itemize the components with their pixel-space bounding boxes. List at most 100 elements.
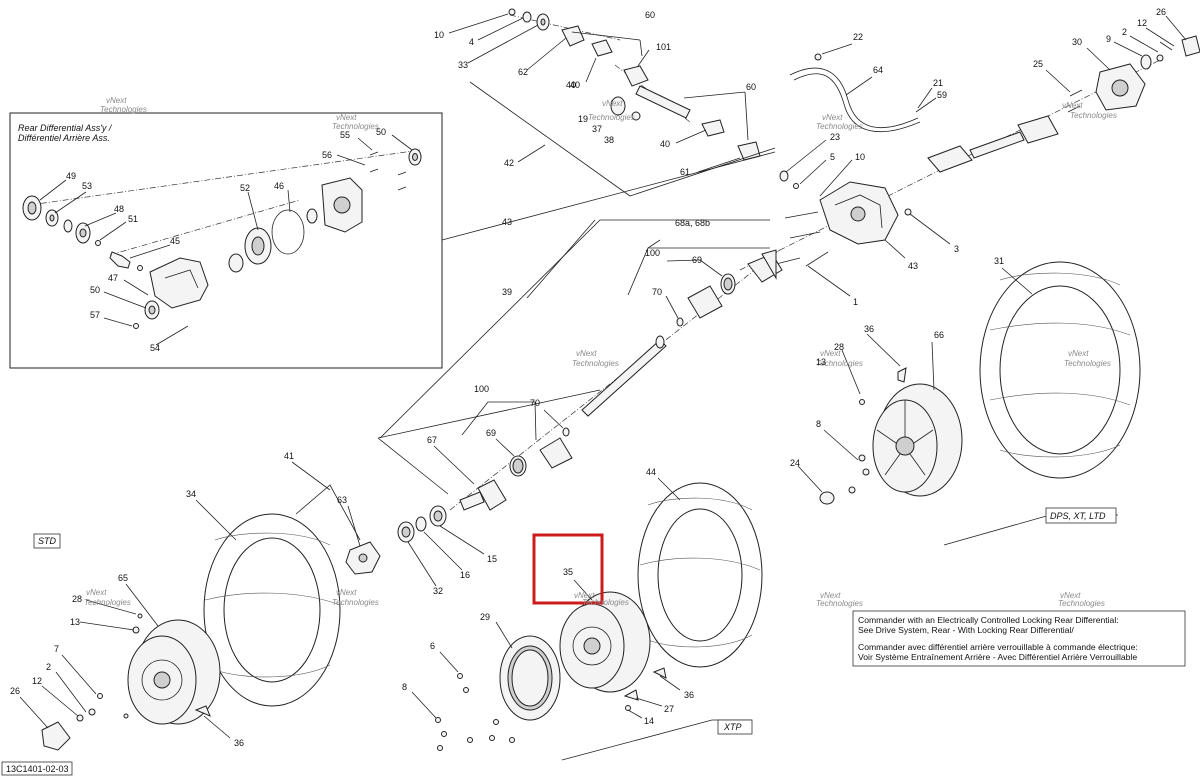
callout: 5 xyxy=(830,152,835,162)
callout: 56 xyxy=(322,150,332,160)
callout: 15 xyxy=(487,554,497,564)
watermark-line1: vNext xyxy=(822,113,843,122)
callout: 57 xyxy=(90,310,100,320)
callout: 62 xyxy=(518,67,528,77)
callout: 42 xyxy=(504,158,514,168)
callout: 16 xyxy=(460,570,470,580)
callout: 26 xyxy=(10,686,20,696)
watermark-line2: Technologies xyxy=(816,122,863,131)
callout: 50 xyxy=(90,285,100,295)
callout: 23 xyxy=(830,132,840,142)
watermark-line1: vNext xyxy=(1062,101,1083,110)
callout: 49 xyxy=(66,171,76,181)
watermark-line2: Technologies xyxy=(332,598,379,607)
callout: 69 xyxy=(486,428,496,438)
callout: 8 xyxy=(816,419,821,429)
right-wheel-dps xyxy=(797,261,1141,546)
figure-code: 13C1401-02-03 xyxy=(6,764,69,774)
watermark-line2: Technologies xyxy=(582,598,629,607)
watermark-line1: vNext xyxy=(820,349,841,358)
callout: 38 xyxy=(604,135,614,145)
watermark-line2: Technologies xyxy=(1058,599,1105,608)
watermark-line2: Technologies xyxy=(1070,111,1117,120)
callout: 39 xyxy=(502,287,512,297)
watermark-line1: vNext xyxy=(336,113,357,122)
callout: 70 xyxy=(530,398,540,408)
callout: 37 xyxy=(592,124,602,134)
watermark-line1: vNext xyxy=(576,349,597,358)
callout: 24 xyxy=(790,458,800,468)
callout: 27 xyxy=(664,704,674,714)
callout: 47 xyxy=(108,273,118,283)
callout: 7 xyxy=(54,644,59,654)
callout: 6 xyxy=(430,641,435,651)
highlight-box xyxy=(532,533,604,605)
tag-dps-xt-ltd: DPS, XT, LTD xyxy=(1050,511,1106,521)
watermark-line1: vNext xyxy=(336,588,357,597)
callout: 12 xyxy=(32,676,42,686)
watermarks: vNext Technologies vNext Technologies vN… xyxy=(84,96,1117,608)
watermark-line2: Technologies xyxy=(84,598,131,607)
callout: 60 xyxy=(645,10,655,20)
callout: 4 xyxy=(469,37,474,47)
callout: 33 xyxy=(458,60,468,70)
callout: 69 xyxy=(692,255,702,265)
callout: 36 xyxy=(684,690,694,700)
callout: 45 xyxy=(170,236,180,246)
callout: 55 xyxy=(340,130,350,140)
callout: 48 xyxy=(114,204,124,214)
callout: 3 xyxy=(954,244,959,254)
callout: 1 xyxy=(853,297,858,307)
callout-labels: 10 4 33 62 60 40 101 40 19 37 38 60 61 4… xyxy=(10,7,1166,748)
callout: 31 xyxy=(994,256,1004,266)
callout: 26 xyxy=(1156,7,1166,17)
callout: 19 xyxy=(578,114,588,124)
watermark-line2: Technologies xyxy=(572,359,619,368)
propeller-shaft xyxy=(377,219,783,587)
inset-title-fr: Différentiel Arrière Ass. xyxy=(18,133,110,143)
callout: 36 xyxy=(864,324,874,334)
callout: 101 xyxy=(656,42,671,52)
callout: 36 xyxy=(234,738,244,748)
note-en-line1: Commander with an Electrically Controlle… xyxy=(858,615,1119,625)
tag-xtp: XTP xyxy=(723,722,742,732)
callout: 64 xyxy=(873,65,883,75)
callout: 50 xyxy=(376,127,386,137)
callout: 10 xyxy=(434,30,444,40)
callout: 40 xyxy=(570,80,580,90)
watermark-line2: Technologies xyxy=(816,599,863,608)
rear-differential-right-axle xyxy=(441,15,1200,297)
center-wheel-xtp xyxy=(411,477,763,761)
callout: 12 xyxy=(1137,18,1147,28)
callout: 70 xyxy=(652,287,662,297)
callout: 8 xyxy=(402,682,407,692)
callout: 44 xyxy=(646,467,656,477)
callout: 29 xyxy=(480,612,490,622)
callout: 67 xyxy=(427,435,437,445)
callout: 68a, 68b xyxy=(675,218,710,228)
callout: 28 xyxy=(834,342,844,352)
left-wheel-std xyxy=(19,461,381,751)
callout: 51 xyxy=(128,214,138,224)
note-fr-line2: Voir Système Entraînement Arrière - Avec… xyxy=(858,652,1137,662)
callout: 60 xyxy=(746,82,756,92)
watermark-line1: vNext xyxy=(574,591,595,600)
callout: 13 xyxy=(816,357,826,367)
upper-drive-assembly xyxy=(448,8,776,197)
watermark-line2: Technologies xyxy=(1064,359,1111,368)
inset-title-en: Rear Differential Ass'y / xyxy=(18,123,113,133)
watermark-line2: Technologies xyxy=(816,359,863,368)
callout: 46 xyxy=(274,181,284,191)
inset-rear-differential: Rear Differential Ass'y / Différentiel A… xyxy=(9,112,443,369)
callout: 54 xyxy=(150,343,160,353)
watermark-line1: vNext xyxy=(1068,349,1089,358)
callout: 43 xyxy=(908,261,918,271)
callout: 21 xyxy=(933,78,943,88)
callout: 9 xyxy=(1106,34,1111,44)
tag-std: STD xyxy=(38,536,57,546)
callout: 22 xyxy=(853,32,863,42)
callout: 40 xyxy=(660,139,670,149)
watermark-line1: vNext xyxy=(106,96,127,105)
callout: 40 xyxy=(566,80,576,90)
